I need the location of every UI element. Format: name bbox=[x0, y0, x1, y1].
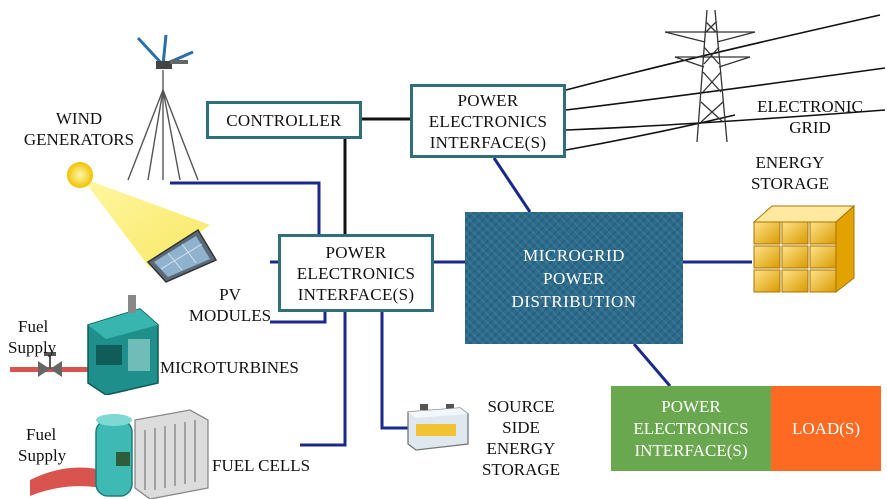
pv-label-line-1: PV bbox=[219, 285, 241, 304]
fuel-supply-2-line-1: Fuel bbox=[26, 425, 57, 444]
pe-top-line-1: POWER bbox=[457, 90, 519, 110]
pv-panel-icon bbox=[146, 228, 218, 283]
fuel-cell-wire bbox=[300, 312, 347, 447]
battery-wire bbox=[380, 312, 410, 430]
energy-storage-icon bbox=[752, 204, 856, 294]
control-wires bbox=[343, 117, 412, 236]
fuel-supply-2-line-2: Supply bbox=[18, 446, 67, 465]
power-wires bbox=[170, 157, 752, 447]
source-side-storage-label: SOURCE SIDE ENERGY STORAGE bbox=[466, 396, 576, 480]
pe-load-line-2: ELECTRONICS bbox=[633, 418, 749, 438]
microturbine-wire bbox=[270, 312, 327, 324]
energy-storage-label: ENERGY STORAGE bbox=[720, 152, 860, 194]
source-storage-line-4: STORAGE bbox=[481, 460, 561, 479]
wind-label-line-2: GENERATORS bbox=[23, 130, 135, 149]
pe-top-line-2: ELECTRONICS bbox=[428, 111, 548, 131]
wind-generators-label: WIND GENERATORS bbox=[4, 108, 154, 150]
fuel-supply-label-1: Fuel Supply bbox=[8, 316, 56, 358]
fuel-supply-1-line-2: Supply bbox=[8, 338, 57, 357]
controller-box: CONTROLLER bbox=[206, 101, 362, 139]
fuel-cell-icon bbox=[30, 409, 209, 499]
fuel-supply-1-line-1: Fuel bbox=[18, 317, 49, 336]
microturbine-icon bbox=[10, 295, 159, 395]
source-storage-line-3: ENERGY bbox=[486, 439, 556, 458]
pe-load-line-1: POWER bbox=[661, 396, 721, 416]
transmission-tower-icon bbox=[664, 9, 756, 143]
pv-modules-label: PV MODULES bbox=[180, 284, 280, 326]
microturbines-label: MICROTURBINES bbox=[160, 358, 299, 377]
grid-label-line-2: GRID bbox=[789, 118, 831, 137]
microgrid-line-1: MICROGRID bbox=[523, 245, 625, 265]
battery-icon bbox=[407, 404, 469, 451]
electronic-grid-label: ELECTRONIC GRID bbox=[740, 96, 880, 138]
pe-mid-box: POWER ELECTRONICS INTERFACE(S) bbox=[278, 234, 434, 312]
pe-load-line-3: INTERFACE(S) bbox=[634, 440, 748, 460]
load-box: LOAD(S) bbox=[771, 386, 881, 471]
pipe-icon bbox=[30, 467, 112, 496]
energy-storage-line-2: STORAGE bbox=[750, 174, 830, 193]
fuel-supply-label-2: Fuel Supply bbox=[18, 424, 66, 466]
microgrid-to-load-wire bbox=[632, 343, 672, 387]
pe-mid-line-3: INTERFACE(S) bbox=[297, 284, 415, 304]
pe-top-line-3: INTERFACE(S) bbox=[429, 132, 547, 152]
pv-label-line-2: MODULES bbox=[188, 306, 272, 325]
grid-label-line-1: ELECTRONIC bbox=[757, 97, 863, 116]
pe-top-box: POWER ELECTRONICS INTERFACE(S) bbox=[410, 84, 566, 158]
microgrid-line-3: DISTRIBUTION bbox=[511, 291, 637, 311]
pe-mid-line-2: ELECTRONICS bbox=[296, 263, 416, 283]
source-storage-line-2: SIDE bbox=[502, 418, 540, 437]
microgrid-distribution-box: MICROGRID POWER DISTRIBUTION bbox=[465, 212, 683, 344]
valve-icon bbox=[38, 352, 62, 377]
pe-mid-line-1: POWER bbox=[325, 242, 387, 262]
pe-top-to-microgrid-wire bbox=[492, 157, 532, 213]
microgrid-line-2: POWER bbox=[543, 268, 605, 288]
source-storage-line-1: SOURCE bbox=[487, 397, 555, 416]
grid-lines bbox=[565, 14, 886, 151]
pe-load-box: POWER ELECTRONICS INTERFACE(S) bbox=[611, 386, 771, 471]
controller-label: CONTROLLER bbox=[226, 110, 342, 130]
wind-label-line-1: WIND bbox=[55, 109, 103, 128]
energy-storage-line-1: ENERGY bbox=[755, 153, 825, 172]
wind-wire bbox=[170, 181, 321, 236]
load-label: LOAD(S) bbox=[792, 418, 860, 438]
fuel-cells-label: FUEL CELLS bbox=[212, 456, 311, 475]
wind-turbine-icon bbox=[127, 34, 199, 181]
